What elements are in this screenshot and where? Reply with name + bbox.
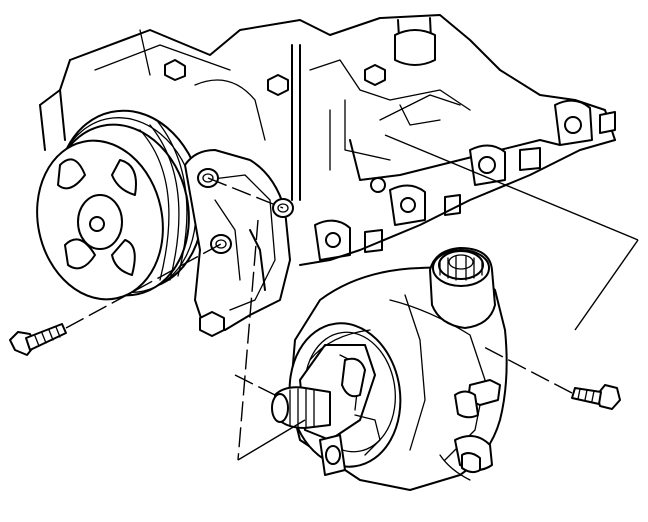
return-fitting — [454, 379, 501, 419]
mounting-bracket — [184, 149, 294, 337]
pump-shaft — [271, 386, 331, 429]
power-steering-pump — [271, 247, 508, 491]
engine-bolt-top-right — [364, 64, 386, 86]
block-lug-right-2 — [469, 144, 506, 186]
block-lug-bottom-2 — [314, 219, 351, 261]
front-bolt — [9, 323, 67, 356]
engine-bolt-top-left — [164, 59, 186, 81]
crankshaft-pulley — [36, 109, 204, 301]
bracket-bolt-bottom — [199, 311, 225, 337]
block-lug-right — [554, 99, 593, 146]
block-lug-bottom-1 — [389, 184, 426, 226]
rear-bolt — [571, 384, 621, 410]
bracket-hole-2 — [210, 234, 232, 254]
outlet-fitting — [439, 435, 493, 481]
reservoir — [429, 247, 496, 329]
engine-bolt-top-mid — [267, 74, 289, 96]
leader-lines — [65, 134, 639, 461]
engine-block — [39, 14, 616, 266]
